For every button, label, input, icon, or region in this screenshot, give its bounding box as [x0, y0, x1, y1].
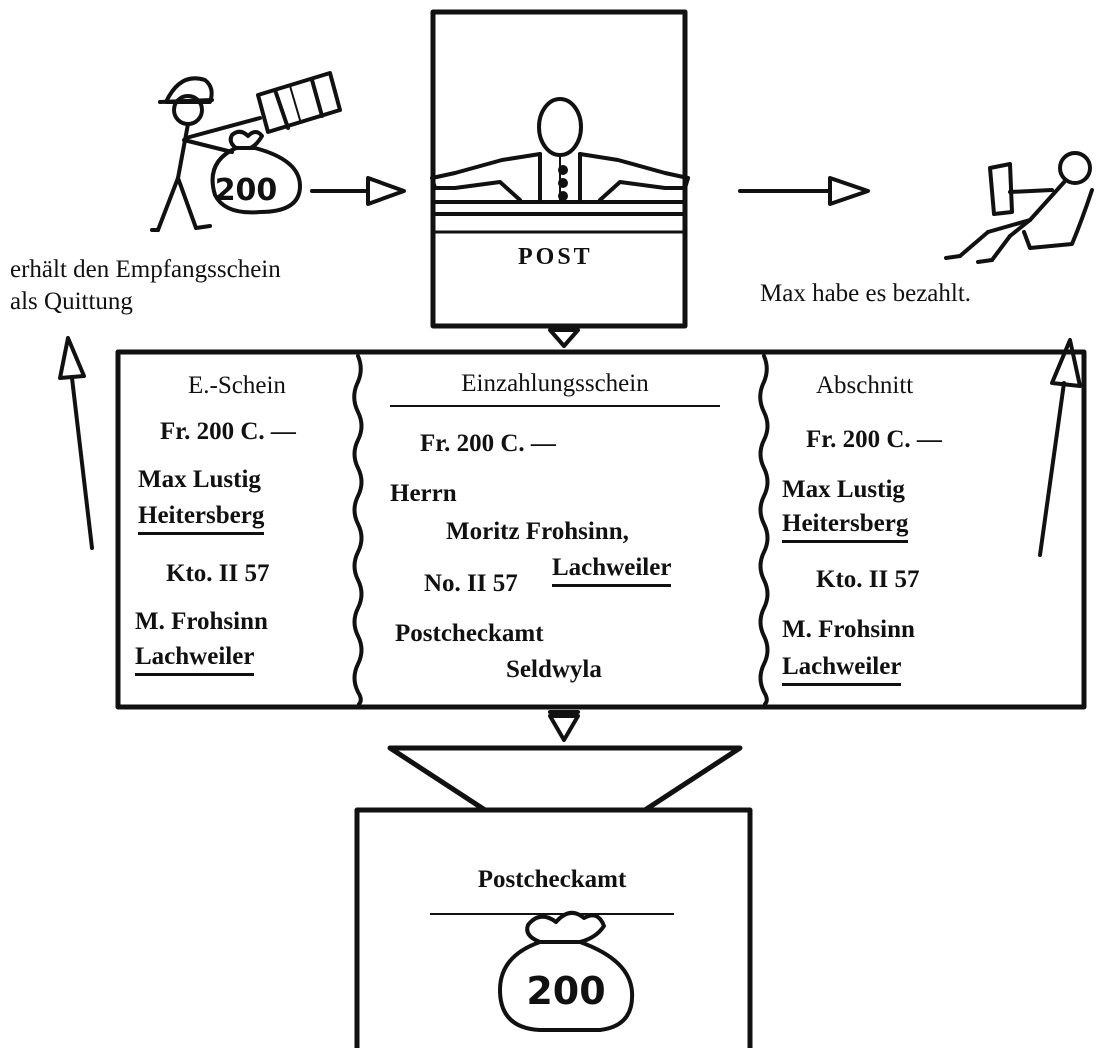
stub-heading: Abschnitt — [816, 372, 914, 399]
receipt-account: Kto. II 57 — [166, 560, 270, 587]
postcheck-money-bag-icon — [498, 910, 635, 1032]
arrow-receipt-to-sender — [58, 336, 94, 550]
receipt-amount: Fr. 200 C. — — [160, 418, 296, 445]
money-bag-amount: 200 — [215, 173, 278, 208]
payment-slip-icon — [256, 71, 342, 134]
receipt-payee-name: M. Frohsinn — [135, 608, 268, 635]
recipient-figure — [944, 151, 1094, 264]
receipt-payer-name: Max Lustig — [138, 466, 261, 493]
main-slip-payee-name: Moritz Frohsinn, — [446, 518, 629, 545]
stub-payee-place: Lachweiler — [782, 653, 902, 686]
main-slip-amount: Fr. 200 C. — — [420, 430, 556, 457]
receipt-payee-place: Lachweiler — [135, 643, 255, 676]
sender-figure — [150, 76, 262, 232]
arrow-sender-to-post — [310, 176, 406, 206]
stub-payee-name: M. Frohsinn — [782, 616, 915, 643]
main-slip-heading: Einzahlungsschein — [390, 370, 720, 407]
post-sign: POST — [518, 244, 593, 270]
postal-clerk-figure — [430, 97, 690, 202]
main-slip-office-line2: Seldwyla — [506, 656, 602, 683]
caption-recipient: Max habe es bezahlt. — [760, 280, 972, 307]
receipt-payer-place: Heitersberg — [138, 502, 265, 535]
payment-slip-form — [115, 349, 1087, 710]
postcheck-office-box — [354, 807, 753, 1048]
caption-receipt-line1: erhält den Empfangsschein — [10, 256, 281, 283]
receipt-heading: E.-Schein — [188, 372, 286, 399]
postcheck-office-title: Postcheckamt — [430, 866, 674, 915]
caption-receipt-line2: als Quittung — [10, 288, 133, 315]
stub-payer-name: Max Lustig — [782, 476, 905, 503]
arrow-slip-to-hopper — [548, 710, 580, 742]
stub-account: Kto. II 57 — [816, 566, 920, 593]
stub-payer-place: Heitersberg — [782, 510, 909, 543]
collection-funnel — [387, 745, 743, 813]
money-bag-icon — [210, 129, 302, 215]
main-slip-account: No. II 57 — [424, 570, 518, 597]
postcheck-bag-amount: 200 — [526, 969, 605, 1013]
arrow-post-to-slip — [548, 324, 580, 348]
stub-amount: Fr. 200 C. — — [806, 426, 942, 453]
main-slip-office-line1: Postcheckamt — [395, 620, 544, 647]
main-slip-salutation: Herrn — [390, 480, 457, 507]
main-slip-payee-place: Lachweiler — [552, 554, 672, 587]
arrow-post-to-recipient — [738, 176, 870, 206]
arrow-stub-to-recipient — [1038, 338, 1082, 557]
